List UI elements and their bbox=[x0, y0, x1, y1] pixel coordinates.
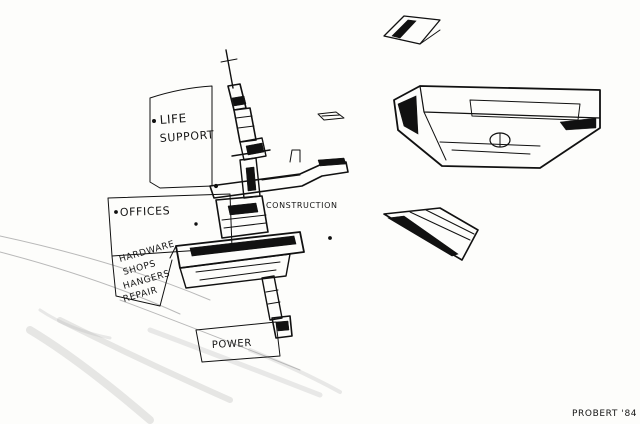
label-life: LIFE bbox=[159, 111, 187, 127]
large-ship bbox=[393, 85, 601, 169]
bullet-offices bbox=[114, 210, 118, 214]
small-ship-top bbox=[383, 15, 441, 45]
bullet-life bbox=[152, 119, 156, 123]
medium-ship bbox=[383, 207, 479, 261]
signature: PROBERT '84 bbox=[572, 409, 637, 419]
label-power: POWER bbox=[212, 338, 253, 351]
tiny-ship bbox=[317, 111, 345, 121]
label-offices: OFFICES bbox=[120, 204, 171, 219]
label-support: SUPPORT bbox=[159, 128, 215, 145]
background-smudges bbox=[0, 235, 342, 424]
label-construction: CONSTRUCTION bbox=[266, 201, 338, 210]
space-station bbox=[169, 49, 349, 339]
